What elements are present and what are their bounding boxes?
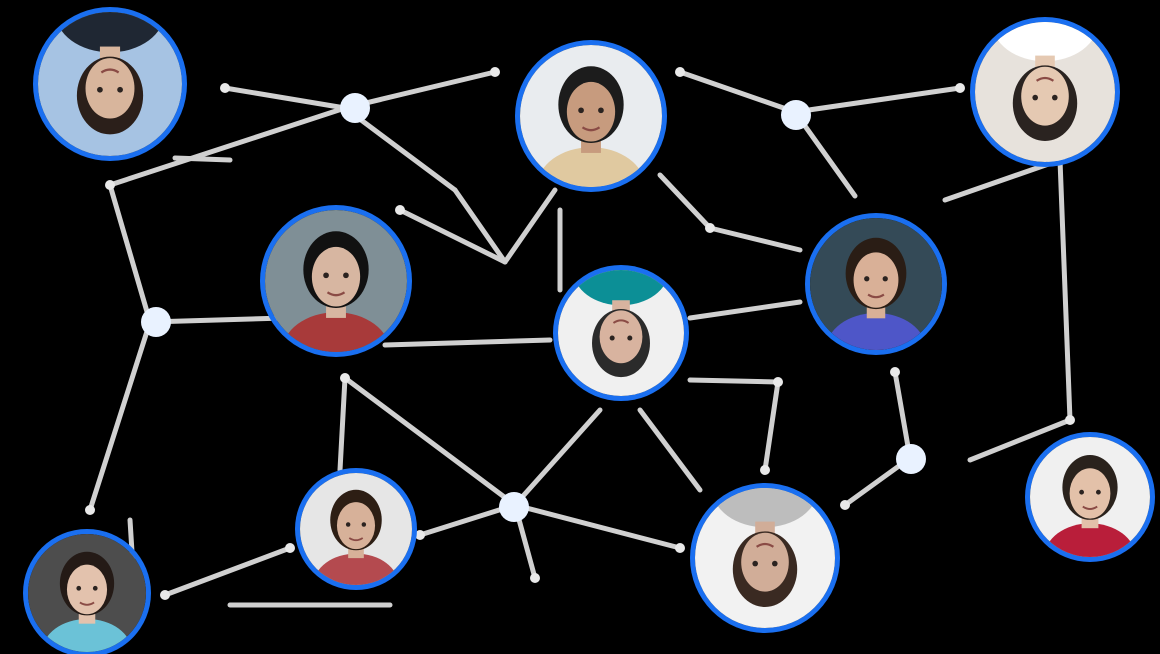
network-line xyxy=(512,502,683,551)
network-node xyxy=(773,377,783,387)
avatar[interactable] xyxy=(695,488,835,628)
person-photo xyxy=(975,22,1115,162)
network-node xyxy=(705,223,715,233)
network-line xyxy=(382,337,553,348)
network-node xyxy=(530,573,540,583)
avatar[interactable] xyxy=(28,534,146,652)
hub-node xyxy=(781,100,811,130)
person-photo xyxy=(300,473,412,585)
hub-node xyxy=(499,492,529,522)
network-node xyxy=(285,543,295,553)
avatar[interactable] xyxy=(1030,437,1150,557)
person-photo xyxy=(265,210,407,352)
network-line xyxy=(162,545,293,598)
person-photo xyxy=(38,12,182,156)
network-line xyxy=(892,369,913,461)
network-node xyxy=(160,590,170,600)
network-line xyxy=(967,417,1073,463)
network-node xyxy=(840,500,850,510)
hub-node xyxy=(896,444,926,474)
network-line xyxy=(677,69,798,115)
network-node xyxy=(220,83,230,93)
network-line xyxy=(762,379,781,473)
network-line xyxy=(512,407,603,508)
person-photo xyxy=(28,534,146,652)
avatar[interactable] xyxy=(520,45,662,187)
avatar[interactable] xyxy=(300,473,412,585)
network-line xyxy=(1057,157,1073,423)
network-node xyxy=(955,83,965,93)
network-line xyxy=(342,69,498,111)
network-line xyxy=(687,377,781,385)
network-line xyxy=(172,155,233,163)
avatar[interactable] xyxy=(265,210,407,352)
network-node xyxy=(415,530,425,540)
network-line xyxy=(337,375,348,473)
network-line xyxy=(147,315,288,325)
network-line xyxy=(657,172,713,231)
network-node xyxy=(490,67,500,77)
person-photo xyxy=(810,218,942,350)
network-node xyxy=(675,543,685,553)
network-line xyxy=(502,187,558,265)
network-node xyxy=(1065,415,1075,425)
network-line xyxy=(222,85,348,111)
hub-node xyxy=(141,307,171,337)
person-photo xyxy=(558,270,684,396)
person-photo xyxy=(1030,437,1150,557)
person-photo xyxy=(520,45,662,187)
avatar[interactable] xyxy=(38,12,182,156)
avatar[interactable] xyxy=(810,218,942,350)
network-node xyxy=(890,367,900,377)
network-line xyxy=(342,105,458,193)
network-line xyxy=(942,157,1063,203)
network-node xyxy=(105,180,115,190)
network-line xyxy=(792,85,963,115)
network-node xyxy=(675,67,685,77)
network-line xyxy=(707,225,803,253)
network-line xyxy=(107,182,153,325)
network-node xyxy=(85,505,95,515)
network-line xyxy=(397,207,508,265)
network-node xyxy=(760,465,770,475)
network-line xyxy=(342,375,518,508)
network-line xyxy=(687,299,803,321)
avatar[interactable] xyxy=(975,22,1115,162)
network-line xyxy=(637,407,703,493)
network-line xyxy=(452,187,508,265)
network-line xyxy=(107,105,348,188)
network-node xyxy=(395,205,405,215)
network-line xyxy=(87,319,153,513)
hub-node xyxy=(340,93,370,123)
person-photo xyxy=(695,488,835,628)
network-node xyxy=(340,373,350,383)
avatar[interactable] xyxy=(558,270,684,396)
